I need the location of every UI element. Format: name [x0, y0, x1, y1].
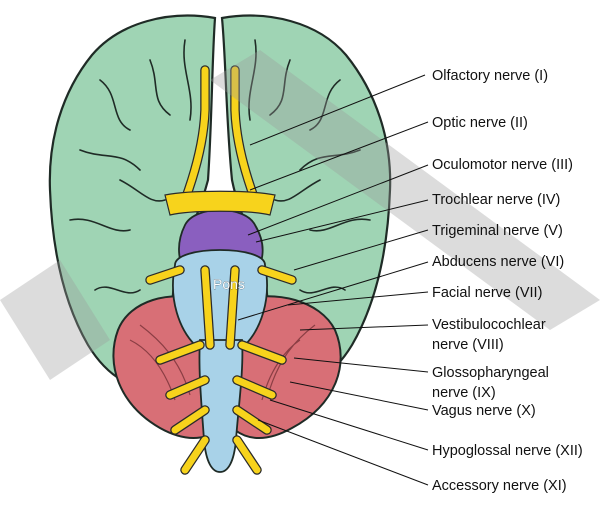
- label-glossopharyngeal-line-2: nerve (IX): [432, 385, 496, 401]
- label-facial: Facial nerve (VII): [432, 285, 542, 301]
- label-trochlear: Trochlear nerve (IV): [432, 192, 560, 208]
- label-optic: Optic nerve (II): [432, 115, 528, 131]
- label-abducens: Abducens nerve (VI): [432, 254, 564, 270]
- label-vestibulocochlear-line-2: nerve (VIII): [432, 337, 504, 353]
- label-hypoglossal: Hypoglossal nerve (XII): [432, 443, 583, 459]
- label-glossopharyngeal-line-1: Glossopharyngeal: [432, 365, 549, 381]
- abducens-left: [205, 270, 210, 345]
- leader-accessory: [258, 420, 428, 485]
- label-trigeminal: Trigeminal nerve (V): [432, 223, 563, 239]
- label-oculomotor: Oculomotor nerve (III): [432, 157, 573, 173]
- optic-chiasm: [165, 191, 275, 215]
- pons-label: Pons: [213, 276, 245, 292]
- pons: [173, 250, 267, 345]
- label-accessory: Accessory nerve (XI): [432, 478, 567, 494]
- label-vagus: Vagus nerve (X): [432, 403, 536, 419]
- label-vestibulocochlear-line-1: Vestibulocochlear: [432, 317, 546, 333]
- label-olfactory: Olfactory nerve (I): [432, 68, 548, 84]
